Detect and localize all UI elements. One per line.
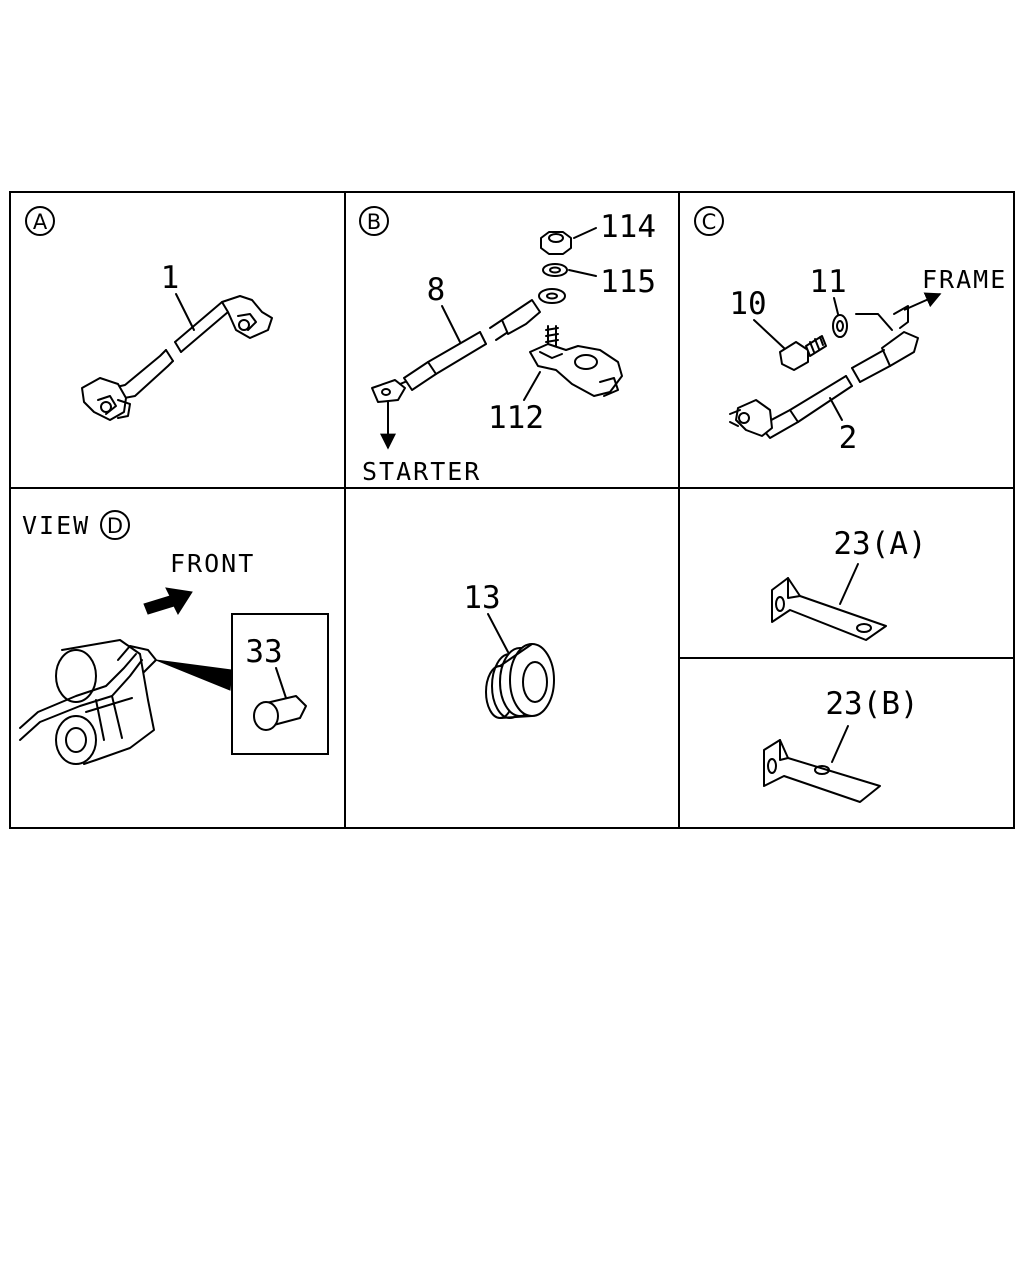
panel-d: VIEW D FRONT 33 (19, 510, 329, 765)
svg-text:A: A (33, 210, 48, 234)
svg-text:STARTER: STARTER (362, 457, 481, 486)
battery-terminal (529, 325, 623, 397)
detail-box-33 (231, 613, 329, 755)
panel-e: 13 (463, 580, 555, 719)
callout-part-8: 8 (427, 272, 461, 343)
svg-text:FRONT: FRONT (170, 549, 255, 578)
svg-text:23(B): 23(B) (825, 686, 918, 722)
callout-part-13: 13 (463, 580, 509, 653)
battery-cable-c (729, 313, 919, 439)
frame-direction: FRAME (893, 265, 1007, 329)
panel-b-marker: B (359, 206, 389, 236)
panel-c-marker: C (694, 206, 724, 236)
view-pointer (155, 659, 233, 691)
svg-text:13: 13 (463, 580, 500, 616)
starter-motor (19, 639, 157, 765)
svg-text:33: 33 (245, 634, 282, 670)
svg-text:8: 8 (427, 272, 446, 308)
svg-text:C: C (702, 210, 717, 234)
panel-c: C FRAME 10 11 (694, 206, 1007, 456)
svg-text:11: 11 (809, 264, 846, 300)
spring-washer-icon (542, 263, 568, 277)
panel-f: 23(A) (771, 526, 927, 641)
svg-text:FRAME: FRAME (922, 265, 1007, 294)
panel-a-marker: A (25, 206, 55, 236)
panel-b: B 114 115 (359, 206, 656, 486)
callout-part-1: 1 (161, 260, 195, 331)
grommet-icon (485, 643, 555, 719)
callout-part-23b: 23(B) (825, 686, 919, 763)
svg-text:2: 2 (839, 420, 858, 456)
svg-text:23(A): 23(A) (833, 526, 926, 562)
svg-text:114: 114 (600, 209, 656, 245)
svg-text:112: 112 (488, 400, 544, 436)
panel-grid (9, 191, 1015, 829)
svg-text:115: 115 (600, 264, 656, 300)
svg-text:VIEW: VIEW (22, 511, 90, 540)
view-d-title: VIEW D (22, 510, 130, 540)
svg-text:B: B (367, 210, 381, 234)
callout-part-11: 11 (809, 264, 847, 315)
starter-direction: STARTER (362, 402, 481, 486)
battery-cable-b (371, 299, 541, 403)
washer-icon (832, 314, 848, 338)
callout-part-33: 33 (245, 634, 287, 699)
svg-text:1: 1 (161, 260, 180, 296)
battery-cable-a (81, 295, 273, 421)
callout-part-112: 112 (488, 371, 544, 436)
callout-part-23a: 23(A) (833, 526, 927, 605)
panel-a: A 1 (25, 206, 273, 421)
callout-part-114: 114 (573, 209, 656, 245)
callout-part-10: 10 (729, 286, 785, 349)
bolt-icon (779, 335, 827, 371)
callout-part-115: 115 (568, 264, 656, 300)
nut-icon (540, 231, 572, 255)
svg-text:10: 10 (729, 286, 766, 322)
flat-washer-icon (538, 288, 566, 304)
panel-g: 23(B) (763, 686, 919, 803)
bracket-b-icon (763, 739, 881, 803)
svg-text:D: D (107, 514, 123, 538)
bracket-a-icon (771, 577, 887, 641)
callout-part-2: 2 (829, 397, 858, 456)
front-direction: FRONT (143, 549, 255, 616)
